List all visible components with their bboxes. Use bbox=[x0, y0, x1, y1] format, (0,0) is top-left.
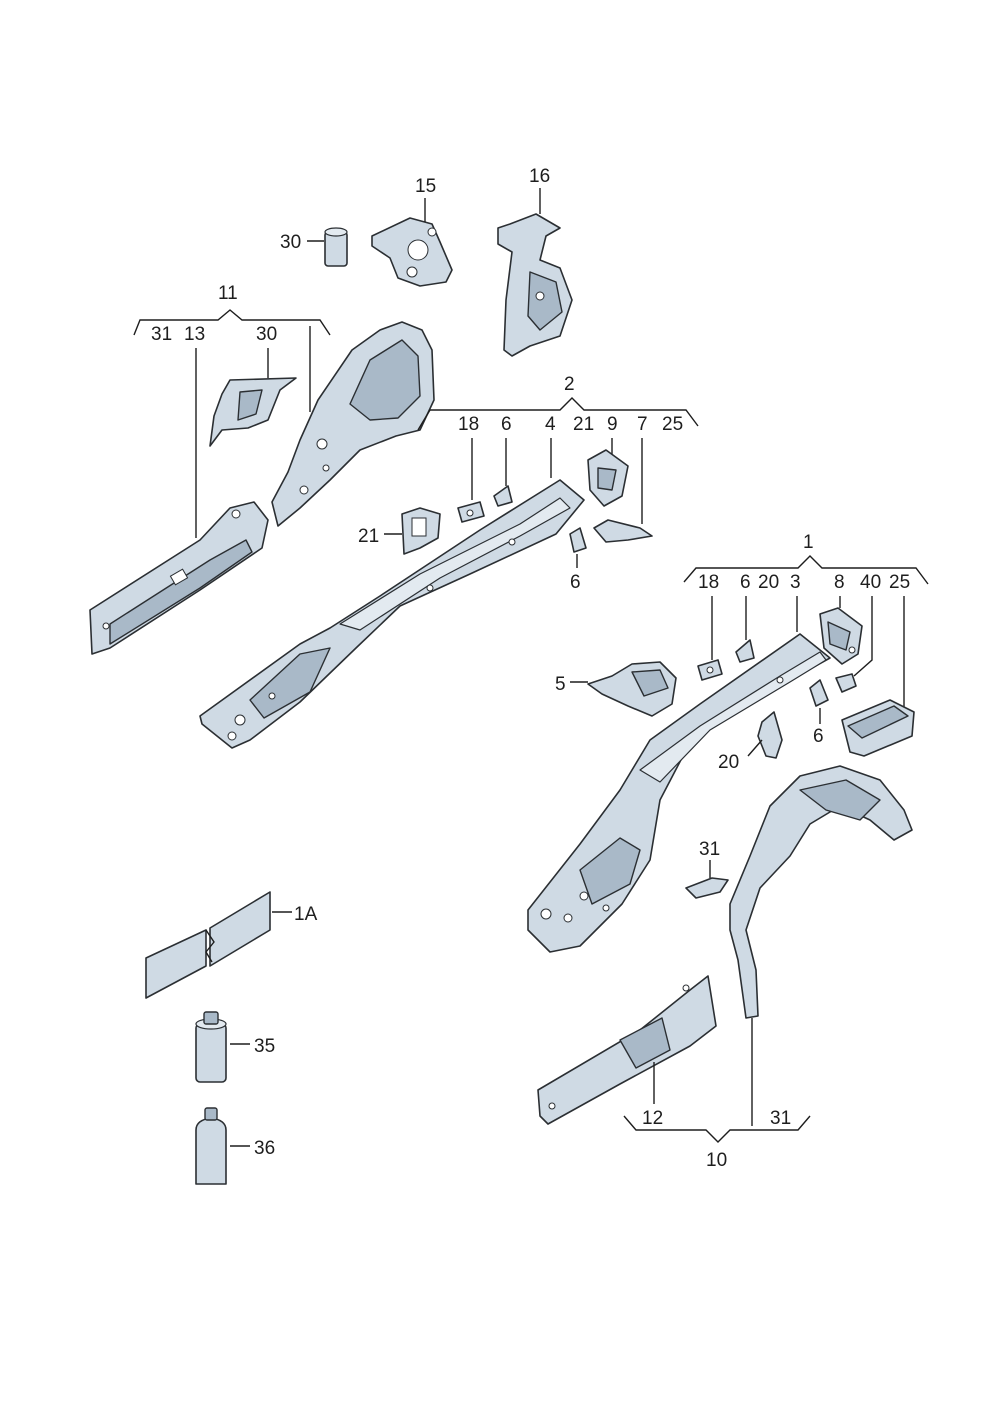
label-25-right: 25 bbox=[889, 572, 910, 593]
label-18-mid: 18 bbox=[458, 414, 479, 435]
label-1: 1 bbox=[803, 532, 814, 553]
part-12-sill[interactable] bbox=[537, 975, 717, 1125]
part-10-wheel-arch[interactable] bbox=[729, 765, 913, 1019]
label-31-mid: 31 bbox=[699, 839, 720, 860]
label-36: 36 bbox=[254, 1138, 275, 1159]
part-40-clip[interactable] bbox=[835, 673, 857, 693]
label-13: 13 bbox=[184, 324, 205, 345]
label-31-left: 31 bbox=[151, 324, 172, 345]
label-10: 10 bbox=[706, 1150, 727, 1171]
part-16-pillar[interactable] bbox=[497, 213, 573, 357]
part-6-right[interactable] bbox=[735, 639, 755, 663]
label-20-right: 20 bbox=[758, 572, 779, 593]
label-40: 40 bbox=[860, 572, 881, 593]
label-25-mid: 25 bbox=[662, 414, 683, 435]
part-21-left[interactable] bbox=[401, 507, 441, 555]
label-2: 2 bbox=[564, 374, 575, 395]
label-30-top: 30 bbox=[280, 232, 301, 253]
part-11-wheel-arch[interactable] bbox=[271, 321, 435, 527]
label-20-lower: 20 bbox=[718, 752, 739, 773]
part-4-longitudinal-member[interactable] bbox=[199, 479, 585, 749]
label-6-right: 6 bbox=[740, 572, 751, 593]
part-36-can[interactable] bbox=[195, 1107, 227, 1185]
label-21-mid: 21 bbox=[573, 414, 594, 435]
label-1a: 1A bbox=[294, 904, 318, 925]
label-3: 3 bbox=[790, 572, 801, 593]
label-11: 11 bbox=[218, 283, 238, 304]
part-35-can[interactable] bbox=[195, 1011, 227, 1083]
part-13-sill[interactable] bbox=[89, 501, 269, 655]
part-18-right[interactable] bbox=[697, 659, 723, 681]
part-8-bracket[interactable] bbox=[819, 607, 863, 665]
label-6-mid: 6 bbox=[501, 414, 512, 435]
part-18-mid[interactable] bbox=[457, 501, 485, 523]
part-6-mid[interactable] bbox=[493, 485, 513, 507]
label-31-right: 31 bbox=[770, 1108, 791, 1129]
label-12: 12 bbox=[642, 1108, 663, 1129]
part-1a-tape[interactable] bbox=[145, 891, 271, 999]
part-30-bracket[interactable] bbox=[209, 377, 297, 447]
part-30-plug[interactable] bbox=[324, 227, 348, 267]
part-6-right-lower[interactable] bbox=[809, 679, 829, 707]
label-16: 16 bbox=[529, 166, 550, 187]
label-7: 7 bbox=[637, 414, 648, 435]
part-20-bracket[interactable] bbox=[757, 711, 783, 759]
label-6-right-lower: 6 bbox=[813, 726, 824, 747]
part-5-bracket[interactable] bbox=[587, 661, 677, 717]
part-6-mid-lower[interactable] bbox=[569, 527, 587, 553]
label-15: 15 bbox=[415, 176, 436, 197]
part-15-bracket[interactable] bbox=[371, 217, 453, 287]
part-3-longitudinal-member[interactable] bbox=[527, 633, 831, 953]
label-8: 8 bbox=[834, 572, 845, 593]
part-9-bracket[interactable] bbox=[587, 449, 629, 507]
label-30-left: 30 bbox=[256, 324, 277, 345]
label-6-mid-lower: 6 bbox=[570, 572, 581, 593]
label-35: 35 bbox=[254, 1036, 275, 1057]
label-18-right: 18 bbox=[698, 572, 719, 593]
part-7-bracket[interactable] bbox=[593, 519, 653, 543]
label-9: 9 bbox=[607, 414, 618, 435]
part-31-clip[interactable] bbox=[685, 877, 729, 899]
label-4: 4 bbox=[545, 414, 556, 435]
label-21-left: 21 bbox=[358, 526, 379, 547]
part-25-box[interactable] bbox=[841, 699, 915, 757]
label-5: 5 bbox=[555, 674, 566, 695]
